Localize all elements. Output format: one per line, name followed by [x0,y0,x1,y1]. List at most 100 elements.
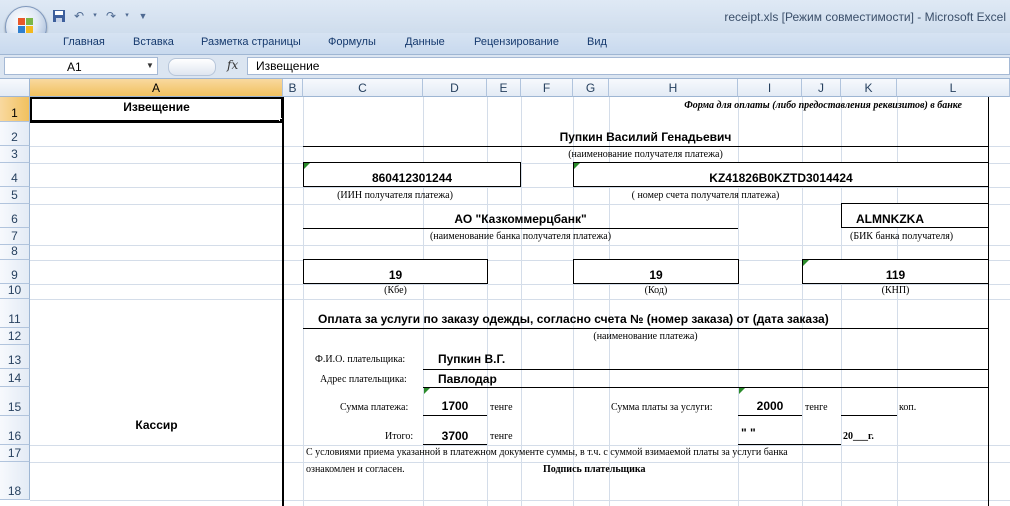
date-underline [738,444,841,445]
column-header-j[interactable]: J [802,79,841,97]
row-header-4[interactable]: 4 [0,163,30,187]
kbe-value[interactable]: 19 [388,268,403,282]
cashier-label[interactable]: Кассир [135,418,178,432]
redo-dropdown-icon[interactable]: ▾ [125,12,129,19]
row-header-8[interactable]: 8 [0,244,30,260]
tab-page-layout[interactable]: Разметка страницы [201,36,301,48]
notice-heading[interactable]: Извещение [123,100,190,114]
row-header-1[interactable]: 1 [0,97,30,122]
customize-toolbar-icon[interactable]: ▼ [138,11,148,21]
address-underline [423,387,988,388]
row-header-18[interactable]: 18 [0,462,30,500]
row-header-17[interactable]: 17 [0,445,30,462]
fee-label[interactable]: Сумма платы за услуги: [611,402,713,413]
bik-caption[interactable]: (БИК банка получателя) [850,231,954,242]
column-header-k[interactable]: K [841,79,897,97]
name-box-dropdown-icon[interactable]: ▼ [146,61,154,70]
signature-label[interactable]: Подпись плательщика [543,464,646,475]
save-icon[interactable] [52,9,66,23]
iin-caption[interactable]: (ИИН получателя платежа) [337,190,453,201]
column-header-b[interactable]: B [283,79,303,97]
iin-value[interactable]: 860412301244 [371,171,453,185]
sum-value[interactable]: 1700 [441,399,469,413]
select-all-corner[interactable] [0,79,30,97]
kod-value[interactable]: 19 [649,268,663,282]
row-number: 11 [8,312,21,326]
column-header-g[interactable]: G [573,79,609,97]
column-header-f[interactable]: F [521,79,573,97]
tenge-label-2[interactable]: тенге [805,402,828,413]
row-header-5[interactable]: 5 [0,187,30,204]
row-header-10[interactable]: 10 [0,283,30,299]
bank-name[interactable]: АО "Казкоммерцбанк" [454,212,587,226]
row-header-14[interactable]: 14 [0,369,30,387]
sum-label[interactable]: Сумма платежа: [340,402,409,413]
recipient-name-caption[interactable]: (наименование получателя платежа) [568,149,723,160]
kop-underline [841,415,897,416]
tab-formulas[interactable]: Формулы [328,36,376,48]
row-number: 18 [7,484,22,498]
terms-line-1[interactable]: С условиями приема указанной в платежном… [306,447,788,458]
kbe-caption[interactable]: (Кбе) [384,285,407,296]
row-header-2[interactable]: 2 [0,122,30,146]
row-header-7[interactable]: 7 [0,228,30,245]
column-header-l[interactable]: L [897,79,1010,97]
year-field[interactable]: 20___г. [843,431,874,442]
purpose-caption[interactable]: (наименование платежа) [593,331,698,342]
kod-caption[interactable]: (Код) [644,285,668,296]
payer-value[interactable]: Пупкин В.Г. [438,352,506,366]
fee-value[interactable]: 2000 [756,399,784,413]
insert-function-icon[interactable]: fx [227,58,239,72]
row-header-3[interactable]: 3 [0,146,30,163]
tab-data[interactable]: Данные [405,36,445,48]
name-box[interactable]: A1 [4,57,158,75]
account-value[interactable]: KZ41826B0KZTD3014424 [709,171,853,185]
form-note[interactable]: Форма для оплаты (либо предоставления ре… [684,100,962,111]
knp-value[interactable]: 119 [885,268,906,282]
row-header-9[interactable]: 9 [0,260,30,284]
formula-input[interactable]: Извещение [247,57,1010,75]
knp-caption[interactable]: (КНП) [881,285,910,296]
tenge-label-1[interactable]: тенге [490,402,513,413]
column-header-h[interactable]: H [609,79,738,97]
kop-label[interactable]: коп. [899,402,917,413]
column-header-a[interactable]: A [30,79,283,97]
row-number: 1 [11,106,18,120]
column-header-e[interactable]: E [487,79,521,97]
iin-box [303,162,521,187]
tab-insert[interactable]: Вставка [133,36,174,48]
row-number: 9 [11,268,18,282]
active-cell-border [30,97,283,122]
payer-label[interactable]: Ф.И.О. плательщика: [315,354,406,365]
terms-line-2[interactable]: ознакомлен и согласен. [306,464,405,475]
undo-dropdown-icon[interactable]: ▾ [93,12,97,19]
cell-comment-marker [803,260,809,266]
row-number: 15 [7,400,22,414]
tab-view[interactable]: Вид [587,36,607,48]
column-header-i[interactable]: I [738,79,802,97]
total-label[interactable]: Итого: [385,431,414,442]
row-header-16[interactable]: 16 [0,416,30,445]
recipient-name[interactable]: Пупкин Василий Генадьевич [559,130,732,144]
address-label[interactable]: Адрес плательщика: [320,374,407,385]
total-value[interactable]: 3700 [441,429,469,443]
row-header-13[interactable]: 13 [0,345,30,369]
bik-value[interactable]: ALMNKZKA [856,212,924,226]
date-quotes[interactable]: " " [741,426,756,440]
tenge-label-3[interactable]: тенге [490,431,513,442]
tab-home[interactable]: Главная [63,36,105,48]
row-header-15[interactable]: 15 [0,387,30,416]
bank-caption[interactable]: (наименование банка получателя платежа) [429,231,612,242]
column-header-d[interactable]: D [423,79,487,97]
row-header-6[interactable]: 6 [0,204,30,228]
tab-review[interactable]: Рецензирование [474,36,559,48]
account-caption[interactable]: ( номер счета получателя платежа) [631,190,780,201]
row-header-11[interactable]: 11 [0,299,30,328]
column-header-c[interactable]: C [303,79,423,97]
payment-purpose[interactable]: Оплата за услуги по заказу одежды, согла… [318,312,829,326]
address-value[interactable]: Павлодар [438,372,497,386]
row-number: 8 [11,244,18,258]
undo-icon[interactable]: ↶ [73,9,85,23]
redo-icon[interactable]: ↷ [105,9,117,23]
row-header-12[interactable]: 12 [0,328,30,345]
